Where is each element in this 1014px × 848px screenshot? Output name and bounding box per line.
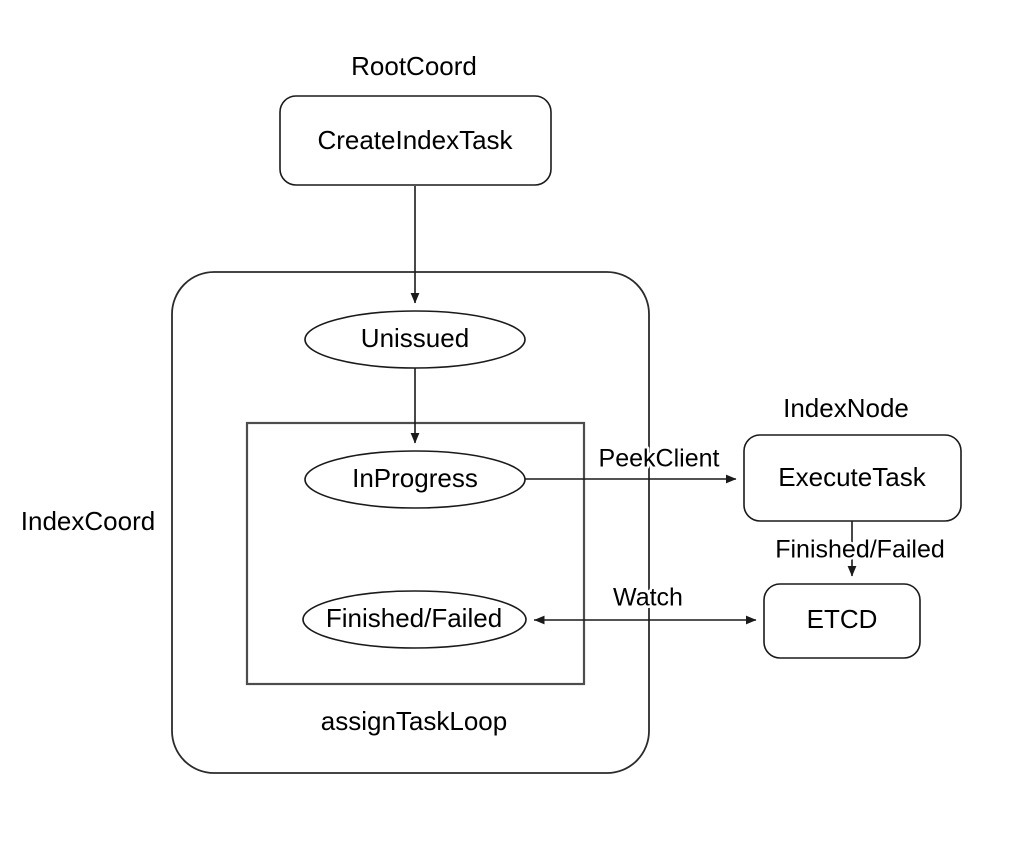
node-unissued[interactable]: Unissued [304, 310, 526, 369]
node-etcd[interactable]: ETCD [763, 583, 921, 659]
create-index-task-shape [279, 95, 552, 186]
etcd-shape [763, 583, 921, 659]
group-label-rootcoord: RootCoord [351, 51, 477, 81]
unissued-label: Unissued [361, 323, 469, 353]
finished-failed-label: Finished/Failed [326, 603, 502, 633]
node-in-progress[interactable]: InProgress [304, 450, 526, 509]
etcd-label: ETCD [807, 604, 878, 634]
finished-failed-shape [302, 590, 527, 649]
node-finished-failed[interactable]: Finished/Failed [302, 590, 527, 649]
create-index-task-label: CreateIndexTask [317, 125, 513, 155]
group-label-indexnode: IndexNode [783, 393, 909, 423]
edge-label-peekclient: PeekClient [599, 445, 720, 473]
group-label-assigntaskloop: assignTaskLoop [321, 706, 507, 736]
edge-label-watch: Watch [613, 584, 683, 612]
node-execute-task[interactable]: ExecuteTask [743, 434, 962, 522]
in-progress-shape [304, 450, 526, 509]
in-progress-label: InProgress [352, 463, 478, 493]
node-create-index-task[interactable]: CreateIndexTask [279, 95, 552, 186]
group-indexcoord-container [171, 271, 650, 774]
execute-task-label: ExecuteTask [778, 462, 926, 492]
execute-task-shape [743, 434, 962, 522]
edge-label-finished-failed: Finished/Failed [775, 536, 945, 564]
group-label-indexcoord: IndexCoord [21, 506, 155, 536]
unissued-shape [304, 310, 526, 369]
